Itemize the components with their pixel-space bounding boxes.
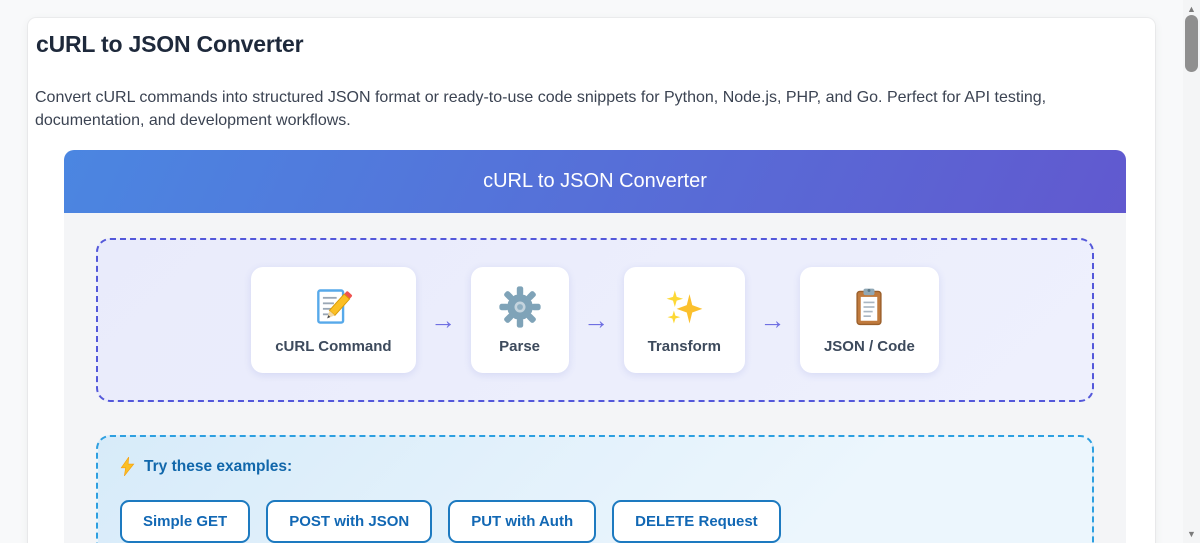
scrollbar-thumb[interactable] — [1185, 15, 1198, 72]
sparkles-icon — [648, 284, 721, 330]
arrow-right-icon: → — [583, 305, 610, 335]
converter-header-title: cURL to JSON Converter — [483, 170, 707, 192]
main-card: cURL to JSON Converter Convert cURL comm… — [28, 18, 1155, 543]
flow-step-curl-command: cURL Command — [251, 267, 416, 373]
flow-step-label: Parse — [499, 338, 541, 355]
lightning-icon — [120, 457, 135, 476]
flow-step-parse: Parse — [470, 267, 569, 373]
page-description: Convert cURL commands into structured JS… — [35, 89, 1047, 129]
example-button-post-with-json[interactable]: POST with JSON — [266, 500, 433, 543]
flow-step-label: cURL Command — [275, 338, 392, 355]
examples-buttons-row: Simple GET POST with JSON PUT with Auth … — [120, 500, 1070, 543]
example-button-delete-request[interactable]: DELETE Request — [612, 500, 781, 543]
example-button-simple-get[interactable]: Simple GET — [120, 500, 251, 543]
flow-step-transform: Transform — [623, 267, 745, 373]
examples-panel: Try these examples: Simple GET POST with… — [96, 435, 1094, 543]
example-button-put-with-auth[interactable]: PUT with Auth — [448, 500, 597, 543]
converter-body: cURL Command → — [64, 213, 1126, 543]
flow-diagram: cURL Command → — [96, 238, 1094, 402]
examples-heading: Try these examples: — [120, 457, 1070, 476]
memo-pencil-icon — [275, 284, 391, 330]
page-title: cURL to JSON Converter — [36, 31, 304, 57]
flow-step-label: Transform — [647, 338, 721, 355]
examples-heading-label: Try these examples: — [144, 457, 293, 475]
scrollbar-down-icon[interactable]: ▼ — [1187, 529, 1196, 539]
gear-icon — [495, 284, 545, 330]
arrow-right-icon: → — [759, 305, 786, 335]
flow-step-json-code: JSON / Code — [799, 267, 939, 373]
arrow-right-icon: → — [430, 305, 457, 335]
vertical-scrollbar[interactable]: ▲ ▼ — [1183, 0, 1200, 543]
converter-header: cURL to JSON Converter — [64, 150, 1126, 213]
clipboard-icon — [824, 284, 915, 330]
converter-widget: cURL to JSON Converter — [64, 150, 1126, 543]
flow-step-label: JSON / Code — [823, 338, 915, 355]
scrollbar-up-icon[interactable]: ▲ — [1187, 4, 1196, 14]
